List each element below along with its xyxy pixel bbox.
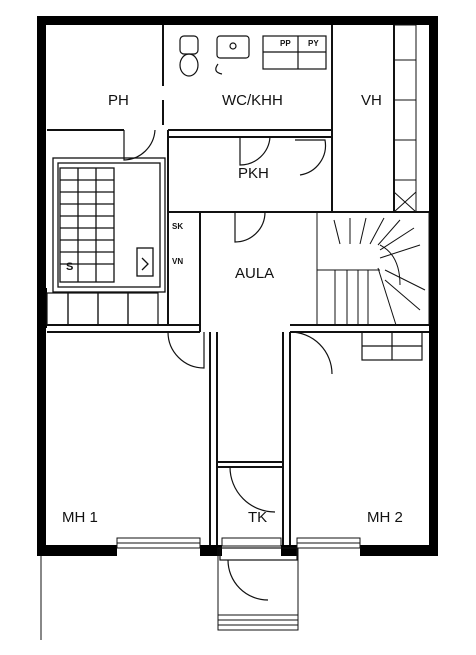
fixture-label-pp: PP xyxy=(280,39,291,48)
fixture-label-vn: VN xyxy=(172,257,184,266)
fixture-label-s: S xyxy=(66,261,74,273)
room-label-tk: TK xyxy=(248,509,268,526)
room-label-wc-khh: WC/KHH xyxy=(222,92,283,109)
room-label-vh: VH xyxy=(361,92,382,109)
bathroom-fixtures xyxy=(179,35,327,77)
bottom-windows xyxy=(116,537,361,549)
room-label-aula: AULA xyxy=(235,265,275,282)
sauna xyxy=(52,157,166,293)
room-label-mh2: MH 2 xyxy=(367,509,403,526)
staircase xyxy=(316,211,430,326)
fixture-label-sk: SK xyxy=(172,222,184,231)
entrance-steps xyxy=(217,547,299,631)
room-label-ph: PH xyxy=(108,92,129,109)
room-label-mh1: MH 1 xyxy=(62,509,98,526)
fixture-label-py: PY xyxy=(308,39,319,48)
wardrobes-left xyxy=(46,292,159,326)
wardrobes-right xyxy=(361,331,423,361)
vh-wardrobes xyxy=(393,24,417,213)
door-swings xyxy=(123,129,333,601)
room-label-pkh: PKH xyxy=(238,165,269,182)
exterior-walls xyxy=(37,16,438,556)
